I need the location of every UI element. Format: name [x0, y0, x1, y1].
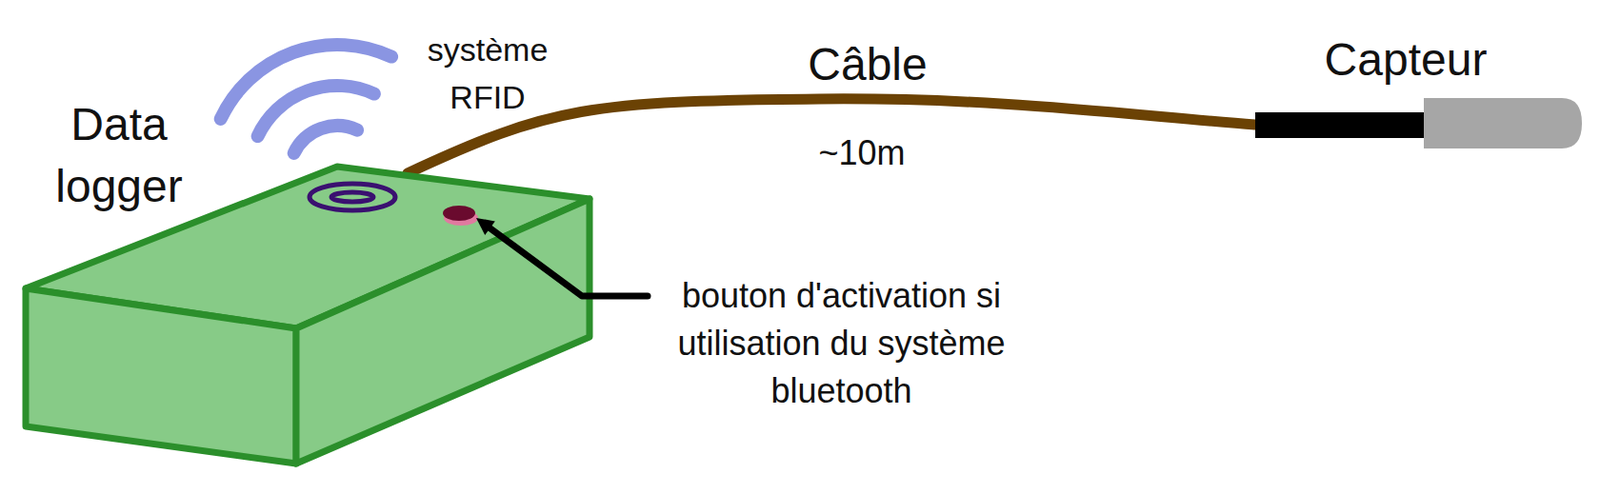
sensor-sleeve	[1255, 112, 1427, 139]
activation-button	[442, 205, 479, 226]
sensor: Capteur	[1255, 98, 1584, 149]
rfid-waves	[220, 44, 392, 154]
rfid-wave	[220, 44, 392, 120]
data-logger: Data logger	[19, 157, 600, 472]
box-front-face	[25, 288, 297, 464]
length-label: ~10m	[785, 131, 939, 176]
rfid-wave	[294, 125, 358, 154]
cable-label: Câble	[772, 36, 963, 94]
node-heading: Data logger	[38, 93, 200, 218]
rfid-label: système RFID	[406, 25, 569, 121]
leader-line	[476, 218, 648, 297]
node-heading: Capteur	[1262, 31, 1549, 89]
rfid-wave	[258, 85, 375, 137]
button-note: bouton d'activation si utilisation du sy…	[653, 272, 1030, 416]
rfid-coil	[309, 183, 396, 211]
box-side-face	[296, 199, 590, 464]
sensor-probe	[1255, 98, 1584, 149]
sensor-tip	[1423, 98, 1582, 149]
